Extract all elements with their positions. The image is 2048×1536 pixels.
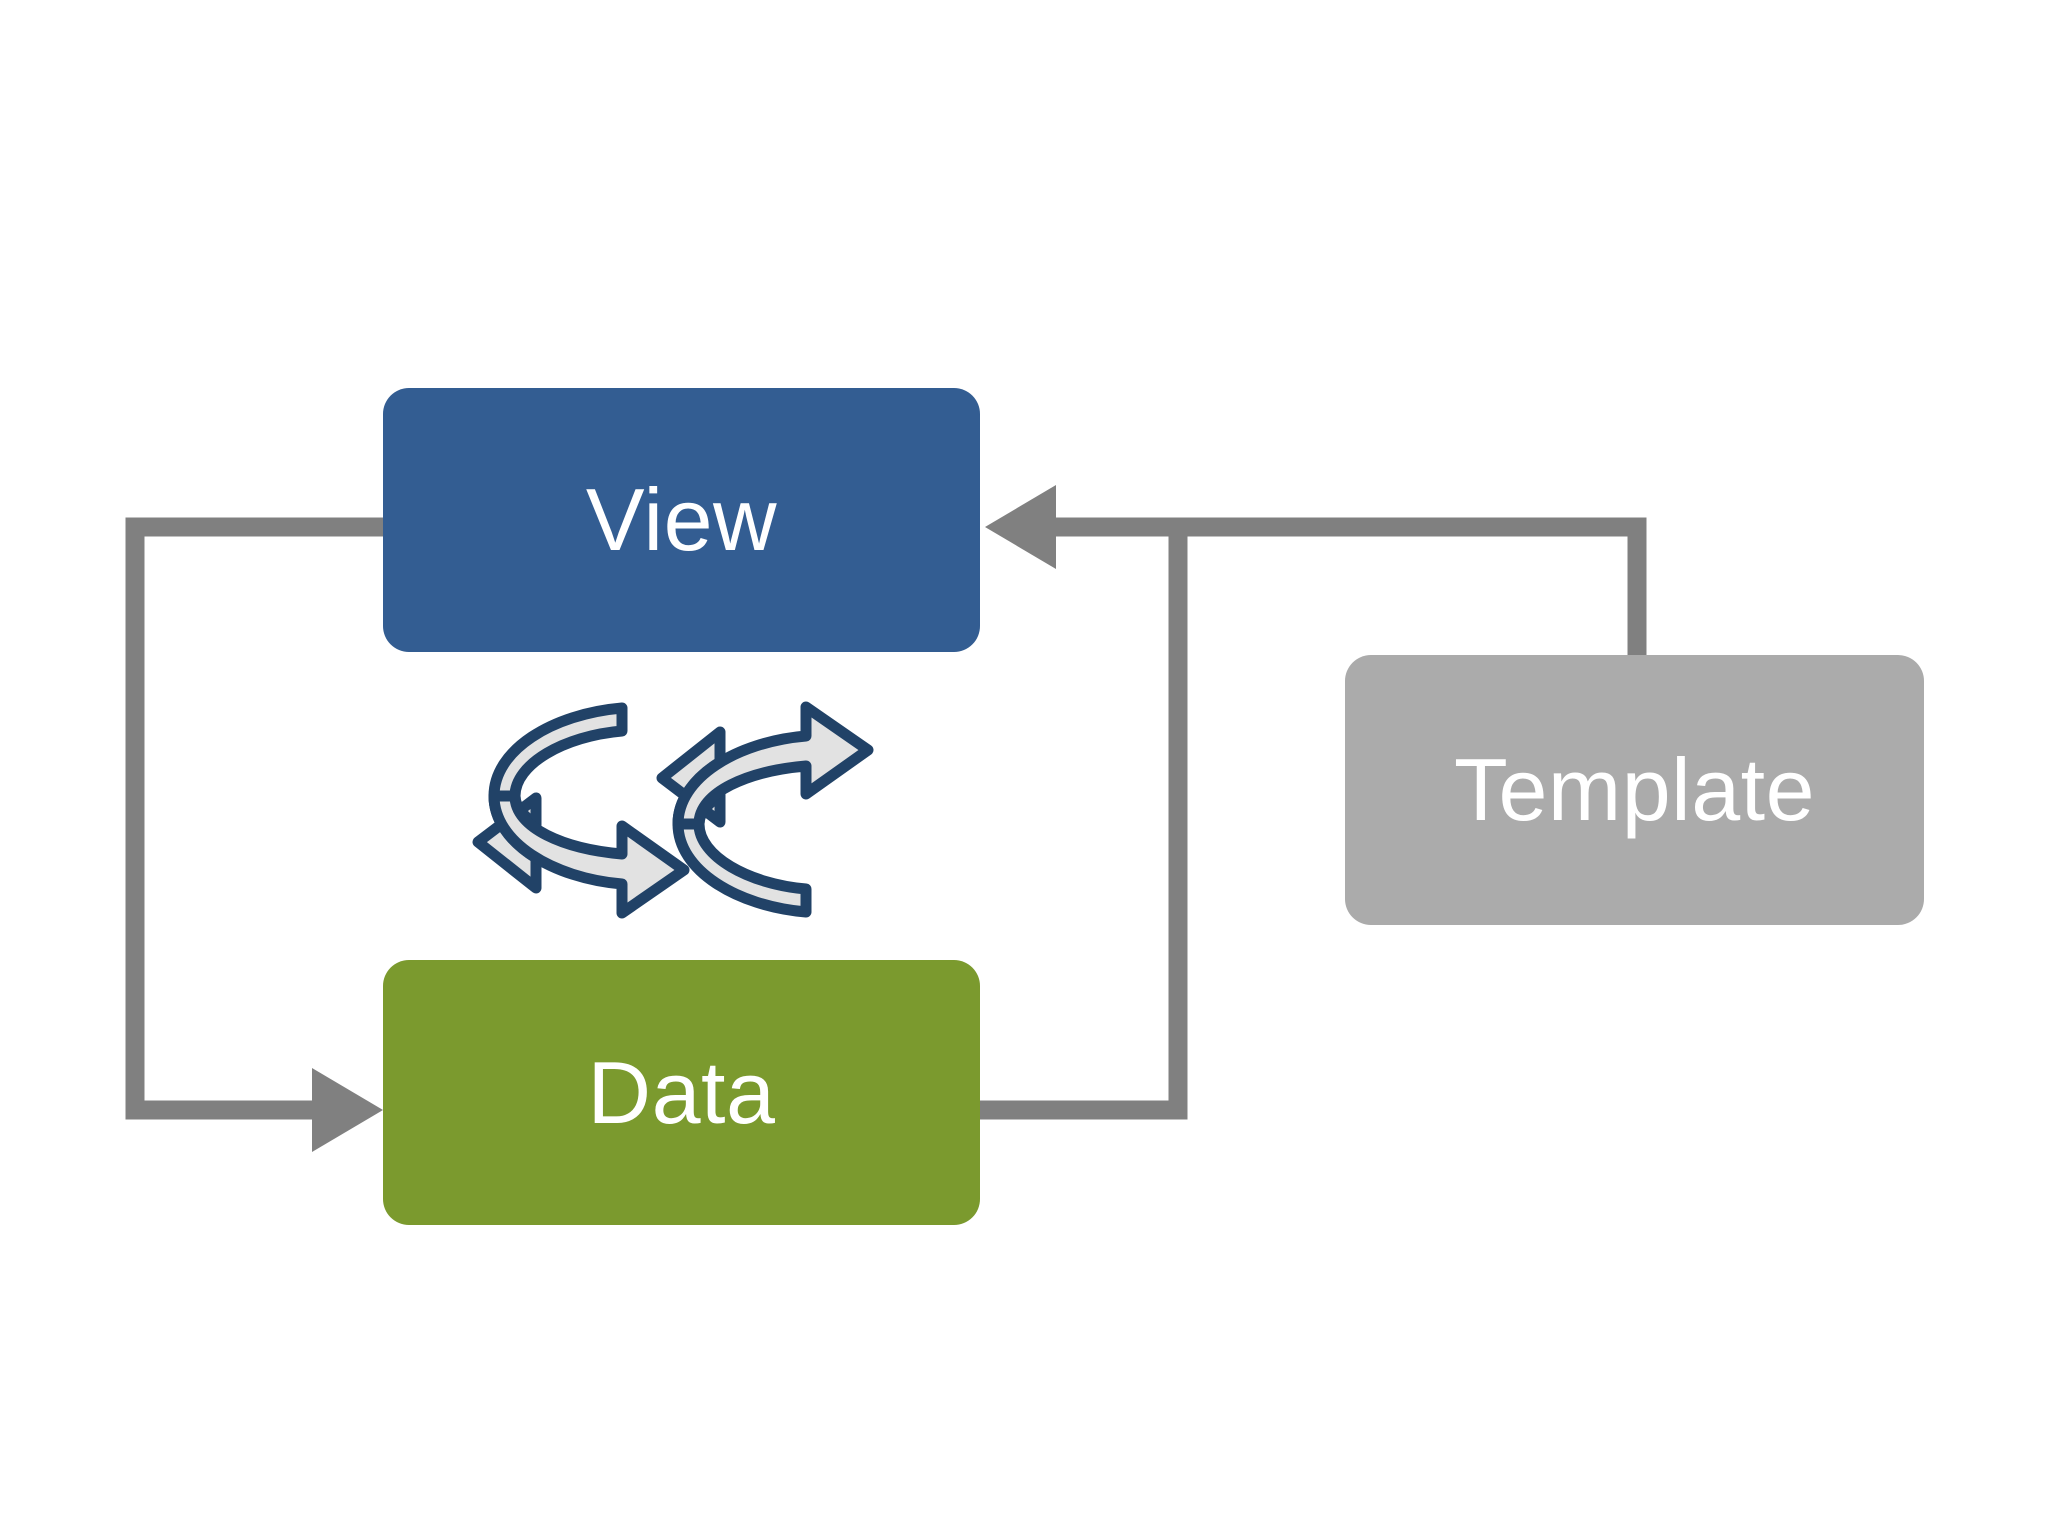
connector-view-to-data-arrowhead (312, 1068, 383, 1152)
node-data[interactable]: Data (383, 960, 980, 1225)
node-template[interactable]: Template (1345, 655, 1924, 925)
connector-data-to-view (980, 485, 1188, 1120)
connector-template-to-view (1178, 517, 1647, 655)
sync-arrow-left-head (488, 790, 690, 919)
sync-arrow-right-head (672, 701, 874, 830)
node-data-label: Data (587, 1042, 776, 1142)
node-view[interactable]: View (383, 388, 980, 652)
connector-data-to-view-arrowhead (985, 485, 1056, 569)
connector-view-to-data-path (125, 517, 383, 1120)
two-way-sync-arrows-icon (452, 688, 902, 928)
node-template-label: Template (1453, 740, 1816, 839)
connector-view-to-data (125, 517, 383, 1152)
connector-data-to-view-path (980, 517, 1188, 1120)
node-view-label: View (585, 470, 778, 569)
connector-template-to-view-path (1178, 517, 1647, 655)
